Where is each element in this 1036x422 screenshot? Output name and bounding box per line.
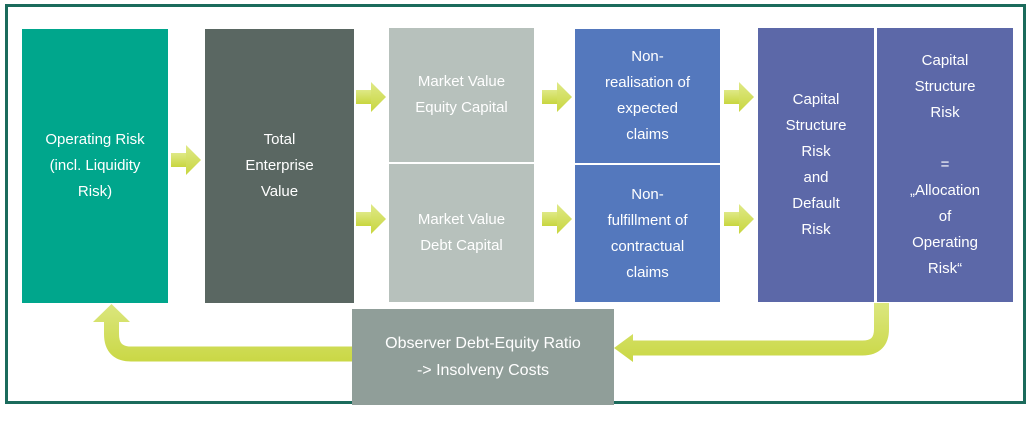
capital-structure-default-label: Capital Structure Risk and Default Risk: [785, 91, 847, 238]
capital-structure-allocation-label: Capital Structure Risk = „Allocation of …: [909, 52, 981, 277]
flow-arrow-right-icon: [542, 204, 572, 234]
feedback-arrow-to-operating-risk-icon: [93, 304, 352, 362]
operating-risk-label: Operating Risk (incl. Liquidity Risk): [45, 131, 145, 200]
capital-structure-allocation-cell: Capital Structure Risk = „Allocation of …: [877, 28, 1013, 302]
flow-arrow-right-icon: [171, 145, 201, 175]
cell-divider: [874, 28, 877, 302]
market-value-debt-cell: Market Value Debt Capital: [389, 164, 534, 302]
feedback-arrow-to-observer-icon: [614, 303, 889, 362]
flow-arrow-right-icon: [356, 204, 386, 234]
market-value-box: Market Value Equity Capital Market Value…: [389, 28, 534, 302]
non-realisation-label: Non- realisation of expected claims: [604, 48, 691, 143]
capital-structure-default-cell: Capital Structure Risk and Default Risk: [758, 28, 874, 302]
operating-risk-box: Operating Risk (incl. Liquidity Risk): [22, 29, 168, 303]
cell-divider: [575, 163, 720, 165]
flow-arrow-right-icon: [356, 82, 386, 112]
non-fulfillment-label: Non- fulfillment of contractual claims: [607, 185, 688, 281]
observer-label: Observer Debt-Equity Ratio -> Insolveny …: [385, 335, 581, 379]
total-enterprise-value-box: Total Enterprise Value: [205, 29, 354, 303]
claims-box: Non- realisation of expected claims Non-…: [575, 29, 720, 302]
capital-structure-box: Capital Structure Risk and Default Risk …: [758, 28, 1013, 302]
market-value-debt-label: Market Value Debt Capital: [417, 211, 506, 254]
cell-divider: [389, 162, 534, 164]
observer-box: Observer Debt-Equity Ratio -> Insolveny …: [352, 309, 614, 405]
non-fulfillment-cell: Non- fulfillment of contractual claims: [575, 165, 720, 302]
flow-arrow-right-icon: [724, 204, 754, 234]
flow-arrow-right-icon: [724, 82, 754, 112]
flow-arrow-right-icon: [542, 82, 572, 112]
non-realisation-cell: Non- realisation of expected claims: [575, 29, 720, 163]
total-enterprise-value-label: Total Enterprise Value: [245, 131, 314, 200]
market-value-equity-cell: Market Value Equity Capital: [389, 28, 534, 162]
market-value-equity-label: Market Value Equity Capital: [415, 73, 508, 116]
